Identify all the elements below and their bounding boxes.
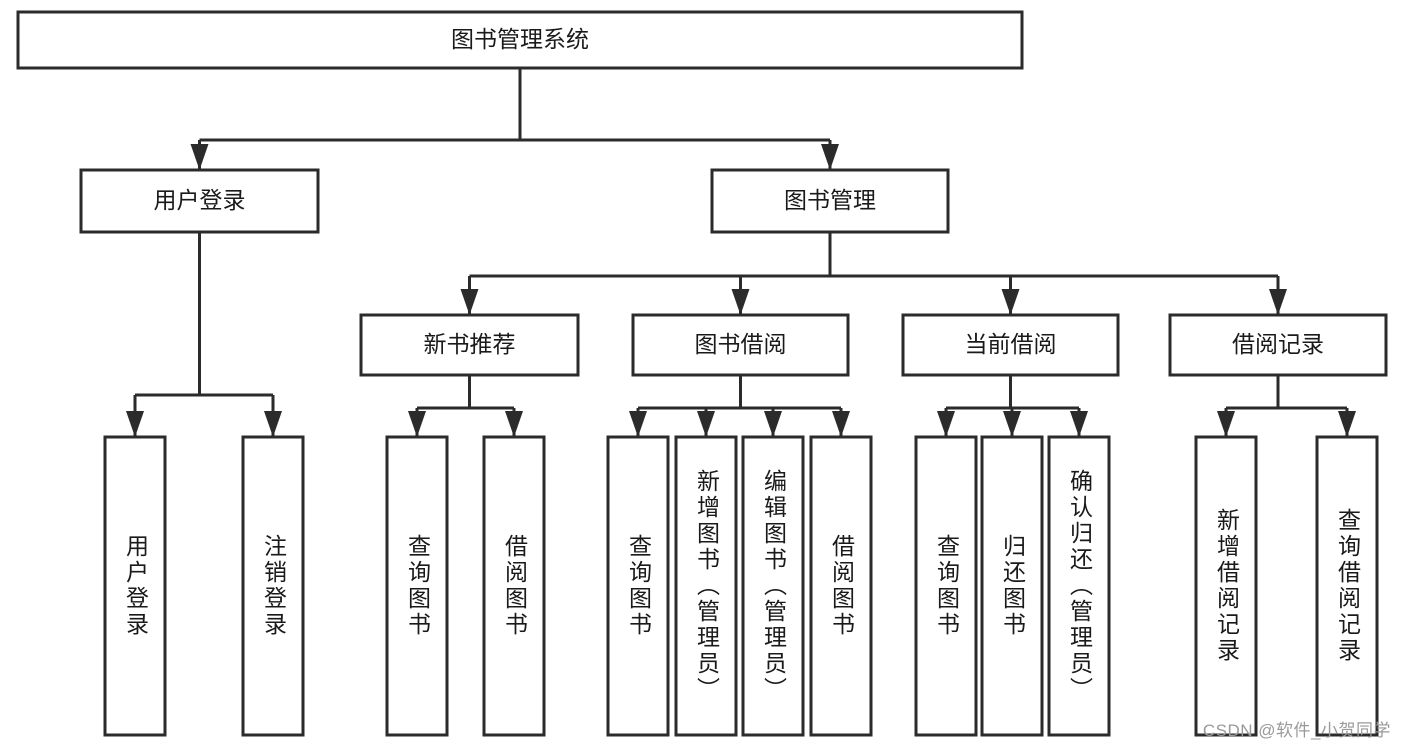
node-current-borrowing-label: 当前借阅 xyxy=(965,331,1057,357)
level3-1-to-leaves-arrow-1 xyxy=(697,411,715,437)
bookmgmt-to-level3-arrow-2 xyxy=(1001,289,1020,315)
level3-3-to-leaves-arrow-1 xyxy=(1338,411,1356,437)
node-book-borrowing-label: 图书借阅 xyxy=(695,331,787,357)
connectors-layer xyxy=(126,68,1356,437)
bookmgmt-to-level3-arrow-3 xyxy=(1269,289,1287,315)
level3-1-to-leaves-arrow-3 xyxy=(832,411,850,437)
node-book-management-label: 图书管理 xyxy=(784,187,876,213)
node-root-library-management-system xyxy=(16,10,1024,70)
node-leaf-confirm-return-admin xyxy=(1047,435,1111,737)
node-current-borrowing xyxy=(901,313,1120,377)
level3-1-to-leaves-arrow-0 xyxy=(629,411,647,437)
level3-2-to-leaves-arrow-0 xyxy=(937,411,955,437)
node-leaf-return-books xyxy=(980,435,1044,737)
node-borrow-records xyxy=(1168,313,1388,377)
root-to-level2-arrow-1 xyxy=(821,144,839,170)
level3-2-to-leaves-arrow-2 xyxy=(1070,411,1088,437)
node-book-borrowing xyxy=(631,313,850,377)
bookmgmt-to-level3-arrow-1 xyxy=(731,289,750,315)
node-leaf-borrow-books-2 xyxy=(809,435,873,737)
boxes-layer xyxy=(16,10,1388,737)
level3-3-to-leaves-arrow-0 xyxy=(1217,411,1235,437)
level3-2-to-leaves-arrow-1 xyxy=(1003,411,1021,437)
node-new-book-recommend xyxy=(359,313,580,377)
bookmgmt-to-level3-arrow-0 xyxy=(460,289,479,315)
node-book-management xyxy=(710,168,950,234)
node-root-library-management-system-label: 图书管理系统 xyxy=(451,26,589,52)
node-leaf-user-login xyxy=(103,435,167,737)
node-leaf-logout xyxy=(241,435,305,737)
node-leaf-add-borrow-record xyxy=(1194,435,1258,737)
node-user-login-label: 用户登录 xyxy=(154,187,246,213)
watermark-text: CSDN @软件_小贺同学 xyxy=(1202,721,1391,740)
level3-0-to-leaves-arrow-0 xyxy=(408,411,426,437)
node-user-login xyxy=(79,168,320,234)
node-leaf-query-books-3 xyxy=(914,435,978,737)
node-leaf-query-books-1 xyxy=(385,435,449,737)
node-leaf-query-books-2 xyxy=(606,435,670,737)
userlogin-to-leaves-arrow-1 xyxy=(264,411,282,437)
userlogin-to-leaves-arrow-0 xyxy=(126,411,144,437)
node-leaf-add-book-admin xyxy=(674,435,738,737)
node-leaf-query-borrow-record xyxy=(1315,435,1379,737)
node-leaf-borrow-books-1 xyxy=(482,435,546,737)
root-to-level2-arrow-0 xyxy=(190,144,209,170)
level3-1-to-leaves-arrow-2 xyxy=(764,411,782,437)
level3-0-to-leaves-arrow-1 xyxy=(505,411,523,437)
node-borrow-records-label: 借阅记录 xyxy=(1232,331,1324,357)
node-new-book-recommend-label: 新书推荐 xyxy=(424,331,516,357)
node-leaf-edit-book-admin xyxy=(741,435,805,737)
